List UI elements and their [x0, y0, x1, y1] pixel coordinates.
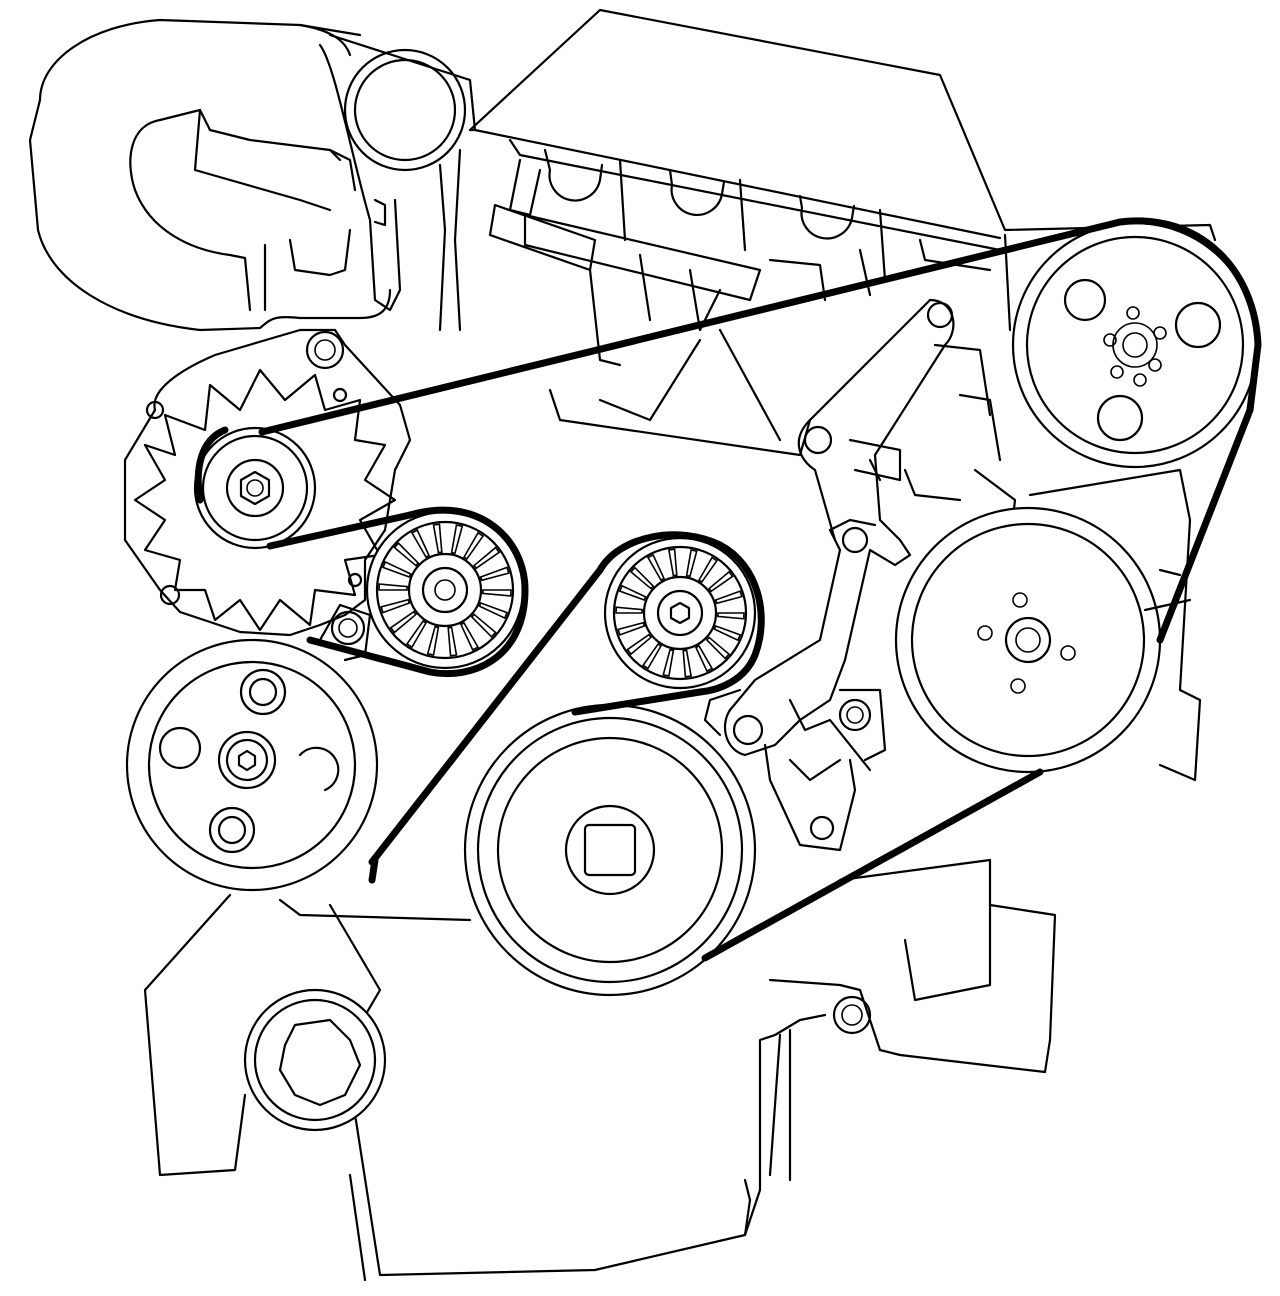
pulley-rib: [473, 546, 501, 570]
alternator-pulley: [193, 426, 317, 550]
pulley-rib: [410, 529, 431, 559]
pulley-rib: [617, 621, 646, 636]
pulley-rib: [646, 553, 666, 582]
cylinder-head-ribs: [488, 138, 1017, 547]
pulley-rib: [432, 523, 443, 554]
power-steering-pulley: [125, 638, 379, 892]
water-pump-pulley: [1011, 221, 1259, 469]
pulley-rib: [626, 633, 652, 656]
pulley-rib: [389, 610, 417, 634]
pulley-rib: [482, 589, 512, 597]
pulley-rib: [629, 566, 655, 590]
pulley-rib: [479, 566, 510, 582]
pulley-rib: [615, 606, 643, 614]
pulley-rib: [717, 612, 745, 620]
idler-pulley-left: [365, 510, 525, 670]
pulley-rib: [478, 601, 509, 620]
serpentine-belt: [194, 217, 1262, 962]
pulley-rib: [462, 531, 485, 561]
pulley-rib: [662, 648, 675, 677]
pulley-rib: [705, 636, 731, 660]
pulley-rib: [380, 598, 411, 614]
pulley-rib: [714, 590, 743, 605]
ac-compressor-pulley: [894, 506, 1192, 774]
throttle-body: [318, 33, 477, 332]
pulley-rib: [381, 560, 412, 579]
pulley-rib: [708, 570, 734, 593]
pulley-rib: [393, 542, 420, 567]
tensioner-bracket: [703, 298, 955, 852]
pulley-rib: [667, 548, 678, 577]
intake-manifold: [28, 18, 392, 332]
pulley-rib: [378, 583, 408, 591]
pulley-rib: [470, 613, 497, 638]
cam-sprocket-housing: [243, 988, 872, 1132]
idler-pulley-center: [603, 536, 757, 690]
pulley-rib: [405, 619, 428, 649]
pulley-rib: [694, 644, 714, 673]
pulley-rib: [713, 624, 742, 642]
pulley-rib: [697, 556, 718, 584]
pulley-rib: [426, 625, 440, 656]
pulley-rib: [642, 642, 663, 670]
pulley-rib: [459, 621, 480, 651]
pulley-rib: [450, 524, 464, 555]
pulley-rib: [618, 584, 647, 602]
pulley-rib: [447, 626, 458, 657]
pulley-rib: [682, 649, 693, 678]
pulley-rib: [685, 549, 698, 578]
